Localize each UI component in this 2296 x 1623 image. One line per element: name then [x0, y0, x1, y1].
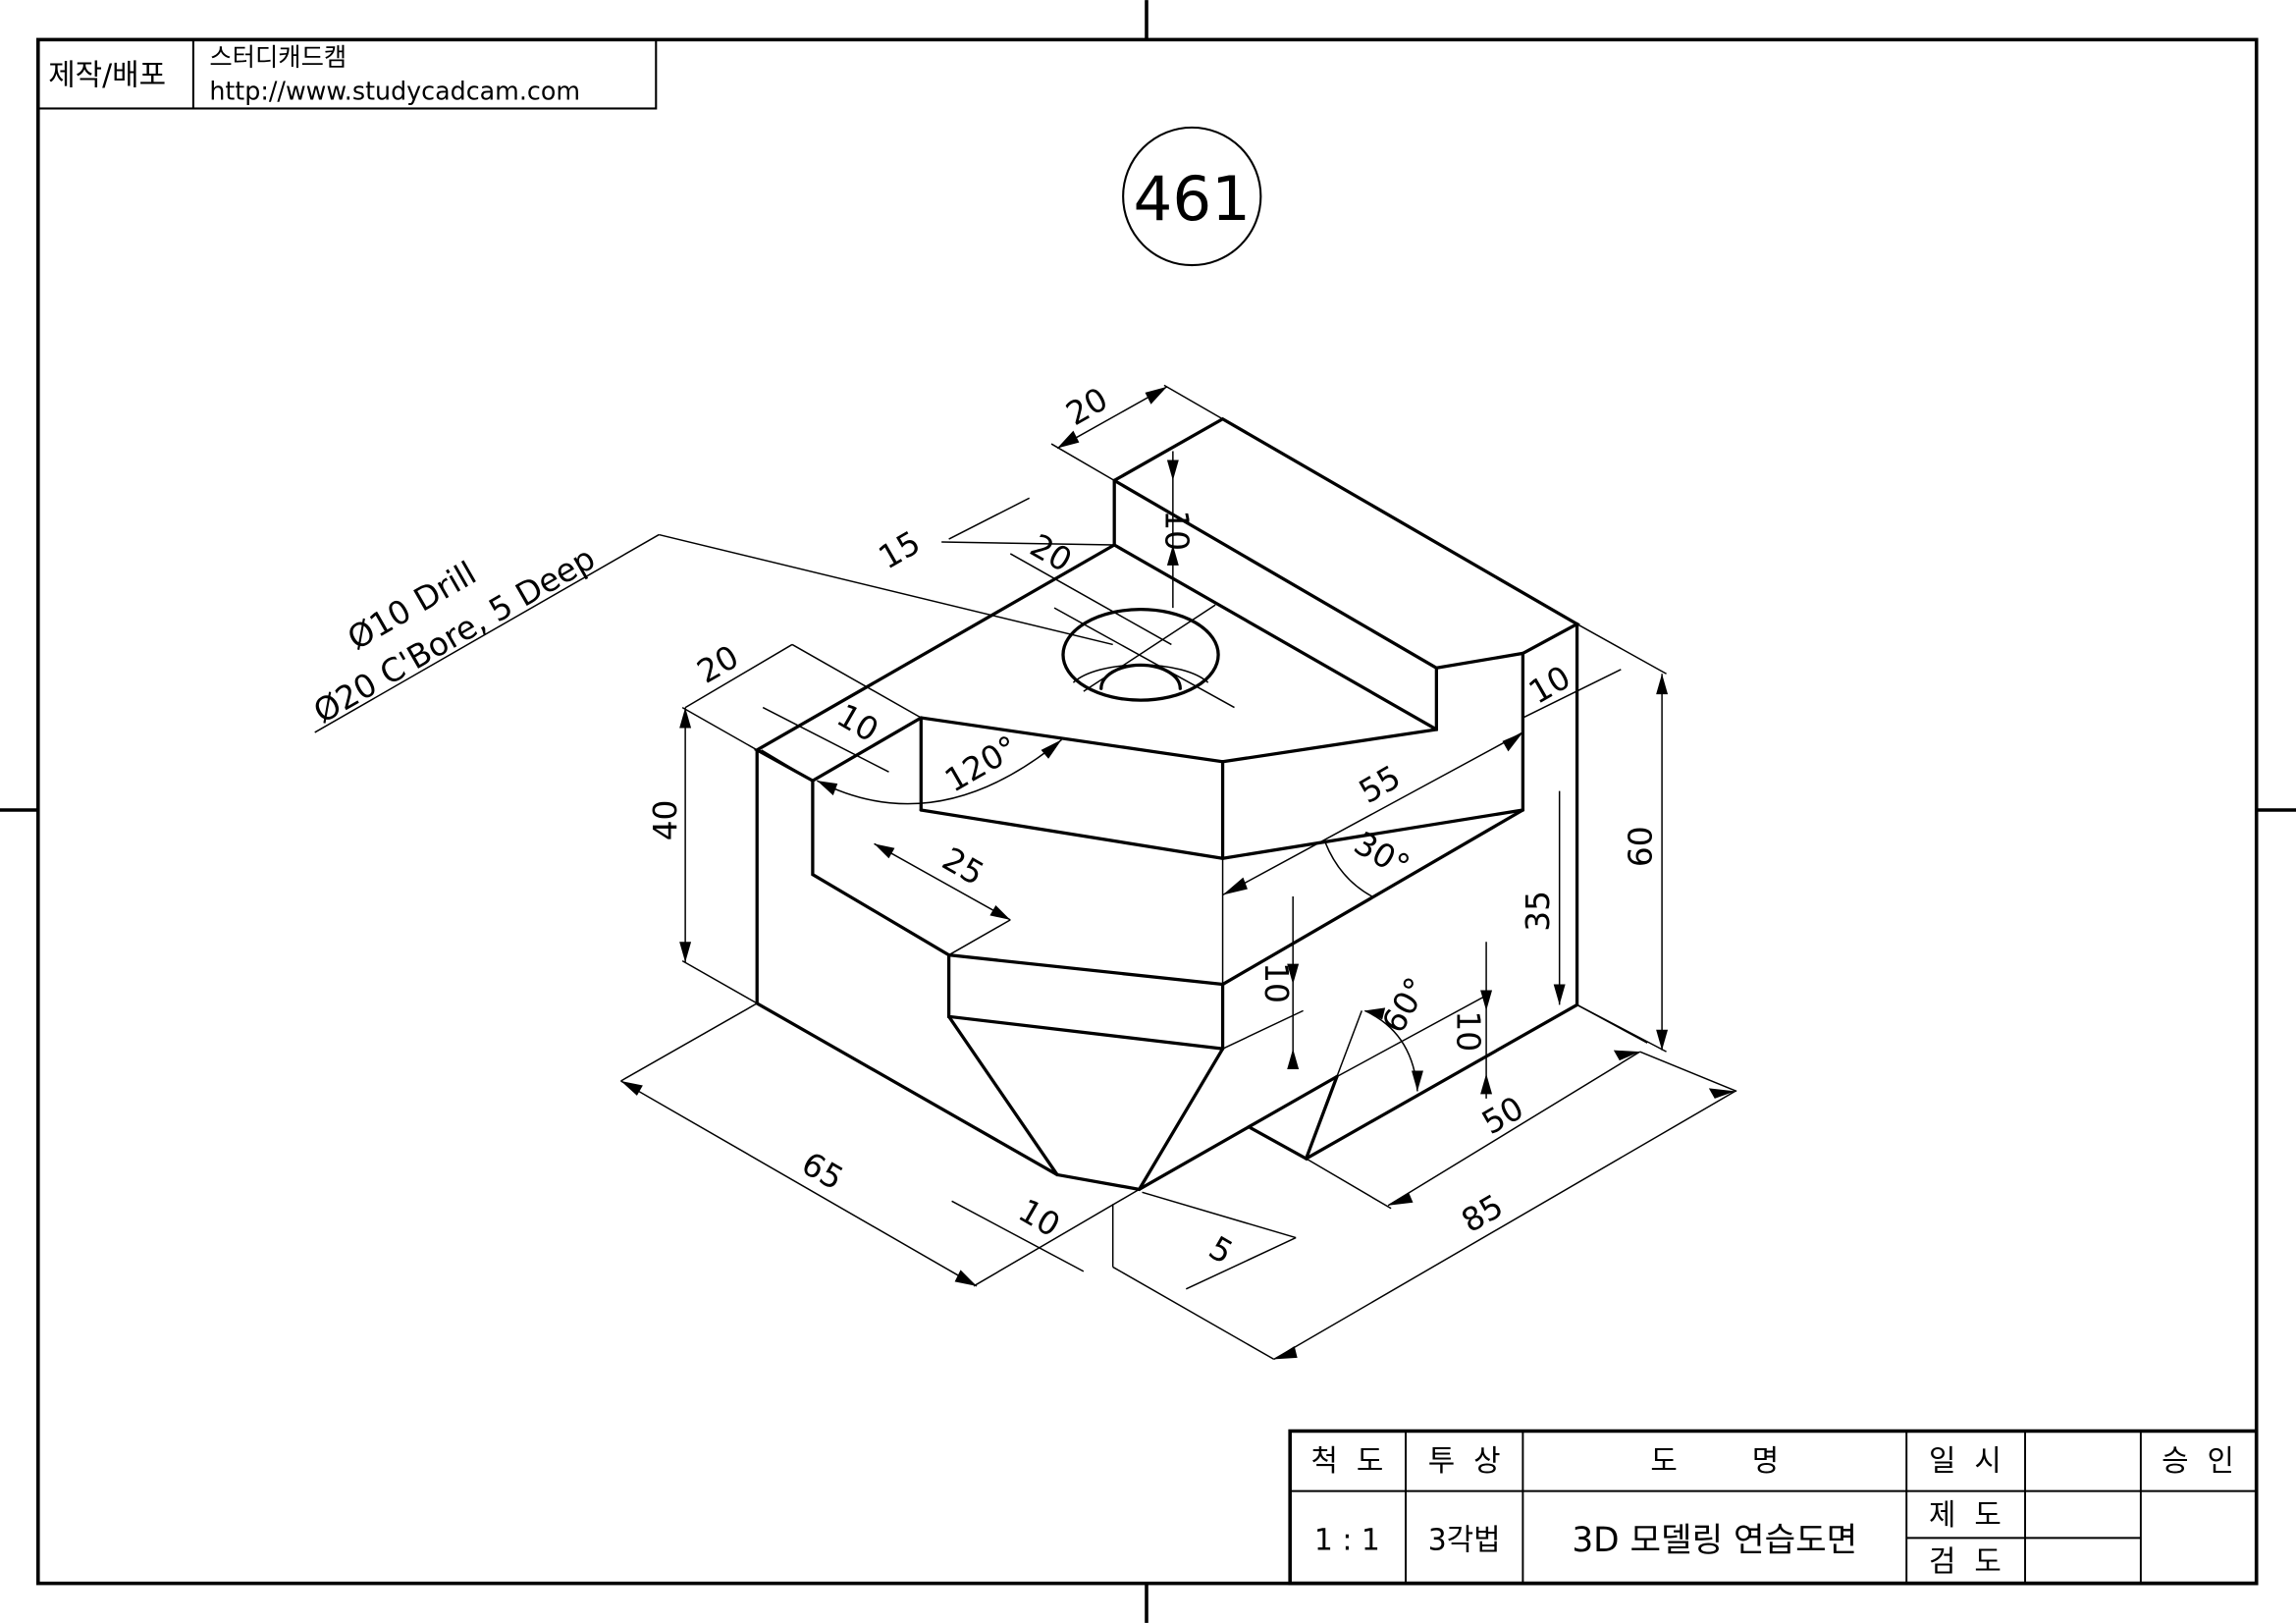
dim-width-50: 50 [1475, 1089, 1529, 1142]
approval-label: 승 인 [2162, 1444, 2234, 1479]
header-url[interactable]: http://www.studycadcam.com [209, 77, 580, 106]
dim-notch-10: 10 [1449, 1010, 1486, 1052]
dim-mid-10: 10 [1257, 962, 1295, 1003]
dim-top-width: 20 [1060, 380, 1114, 433]
header-label: 제작/배포 [48, 59, 166, 93]
projection-value: 3각법 [1428, 1523, 1501, 1557]
counterbore-hole [1053, 604, 1235, 709]
dim-length-85: 85 [1456, 1187, 1510, 1240]
dim-total-height: 60 [1623, 826, 1660, 867]
scale-value: 1 : 1 [1314, 1523, 1380, 1557]
title-block: 척 도 투 상 도 명 일 시 승 인 1 : 1 3각법 3D 모델링 연습도… [1288, 1429, 2259, 1586]
dim-length-55: 55 [1353, 758, 1407, 811]
center-line [1083, 604, 1216, 692]
scale-label: 척 도 [1310, 1444, 1383, 1479]
dim-bottom-5: 5 [1202, 1229, 1239, 1271]
drawing-title: 3D 모델링 연습도면 [1572, 1521, 1857, 1560]
projection-label: 투 상 [1428, 1444, 1501, 1479]
dim-angle-30: 30° [1348, 825, 1415, 886]
drafted-label: 제 도 [1929, 1498, 2002, 1533]
dimension-lines [314, 384, 1737, 1361]
dim-left-height: 40 [647, 800, 684, 841]
dim-angle-60: 60° [1374, 971, 1435, 1039]
date-label: 일 시 [1929, 1444, 2002, 1479]
checked-label: 검 도 [1929, 1545, 2002, 1580]
drawing-number: 461 [1133, 163, 1251, 235]
dim-depth-25: 25 [936, 840, 990, 893]
dim-right-step: 10 [1522, 659, 1576, 712]
header-box: 제작/배포 스터디캐드캠 http://www.studycadcam.com [36, 38, 658, 110]
drawing-name-label: 도 명 [1650, 1444, 1779, 1479]
dim-top-height: 10 [1157, 510, 1195, 551]
header-company: 스터디캐드캠 [209, 42, 347, 72]
drawing-number-circle [1122, 126, 1262, 267]
isometric-part [753, 416, 1580, 1192]
dim-width-65: 65 [795, 1145, 849, 1198]
dim-height-35: 35 [1520, 891, 1557, 932]
sheet-border [35, 37, 2259, 1586]
dim-left-width: 20 [691, 638, 745, 691]
dimension-texts: 20 10 15 20 Ø10 Drill Ø20 C'Bore, 5 Deep… [307, 380, 1660, 1271]
dim-hole-x: 15 [873, 524, 927, 577]
center-line [1053, 607, 1235, 709]
dimension-arrows [620, 386, 1735, 1360]
